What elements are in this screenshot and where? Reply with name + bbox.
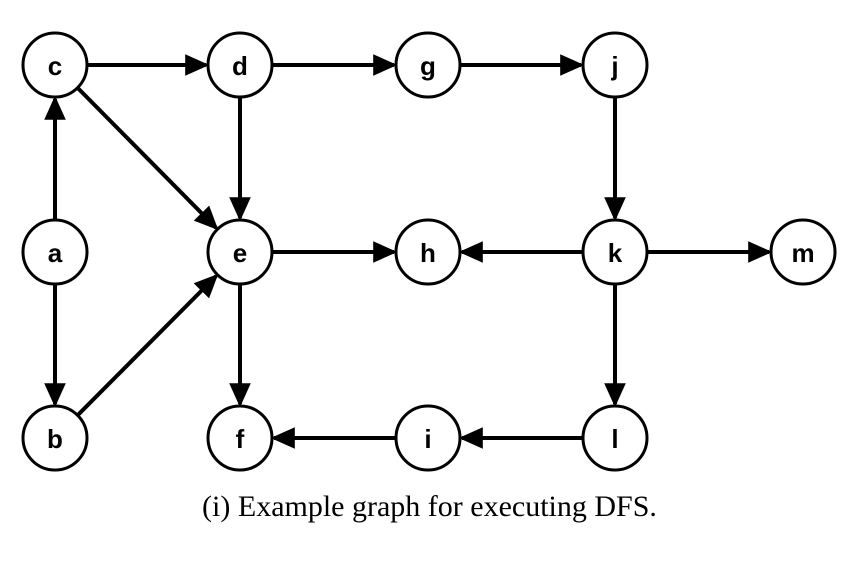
node-label-a: a: [48, 238, 63, 268]
edge-b-to-e: [76, 273, 219, 417]
node-f: f: [206, 404, 274, 472]
node-b: b: [21, 404, 89, 472]
node-circle-h: [394, 218, 462, 286]
node-label-m: m: [791, 238, 814, 268]
node-j: j: [581, 31, 649, 99]
node-label-b: b: [47, 424, 63, 454]
node-circle-c: [21, 31, 89, 99]
node-circle-a: [21, 218, 89, 286]
figure-caption: (i) Example graph for executing DFS.: [202, 490, 657, 523]
node-label-l: l: [611, 424, 618, 454]
node-label-f: f: [236, 424, 245, 454]
node-circle-k: [581, 218, 649, 286]
node-c: c: [21, 31, 89, 99]
node-label-h: h: [420, 238, 436, 268]
node-circle-f: [206, 404, 274, 472]
node-a: a: [21, 218, 89, 286]
node-label-j: j: [610, 51, 618, 81]
node-k: k: [581, 218, 649, 286]
node-circle-j: [581, 31, 649, 99]
node-label-g: g: [420, 51, 436, 81]
node-label-c: c: [48, 51, 62, 81]
node-label-k: k: [608, 238, 623, 268]
node-label-i: i: [424, 424, 431, 454]
edge-c-to-e: [76, 86, 219, 231]
edges: [44, 54, 773, 449]
node-label-d: d: [232, 51, 248, 81]
node-circle-i: [394, 404, 462, 472]
node-circle-m: [769, 218, 837, 286]
node-circle-g: [394, 31, 462, 99]
node-e: e: [206, 218, 274, 286]
nodes: c d g j a e h k m b f i l: [21, 31, 837, 472]
node-l: l: [581, 404, 649, 472]
node-circle-l: [581, 404, 649, 472]
node-h: h: [394, 218, 462, 286]
node-circle-e: [206, 218, 274, 286]
node-g: g: [394, 31, 462, 99]
node-circle-d: [206, 31, 274, 99]
node-d: d: [206, 31, 274, 99]
node-label-e: e: [233, 238, 247, 268]
node-circle-b: [21, 404, 89, 472]
node-i: i: [394, 404, 462, 472]
node-m: m: [769, 218, 837, 286]
